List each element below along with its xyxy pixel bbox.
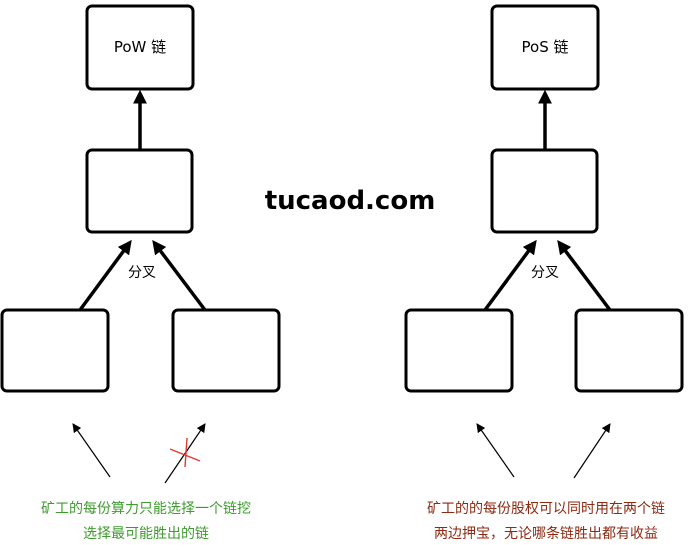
pow-caption-line1: 矿工的每份算力只能选择一个链挖 bbox=[41, 501, 251, 517]
pos-chain-label: PoS 链 bbox=[522, 38, 569, 56]
pow-fork-block-right bbox=[171, 308, 281, 393]
pos-fork-block-right bbox=[574, 308, 684, 393]
pos-fork-arrow-left bbox=[483, 239, 537, 312]
cross-mark-icon bbox=[169, 437, 201, 468]
pow-chain-top-box bbox=[85, 4, 195, 91]
pos-diagram: PoS 链 分叉 矿工的的每份股权可以同时用在两个链 两边押宝，无论哪条链胜出都… bbox=[404, 4, 684, 542]
pos-miner-arrow-left bbox=[476, 423, 515, 478]
pow-caption-line2: 选择最可能胜出的链 bbox=[83, 526, 209, 542]
pow-fork-block-left bbox=[0, 308, 110, 393]
pos-miner-arrow-right bbox=[573, 423, 611, 479]
pow-diagram: PoW 链 分叉 矿工的每份算力只能选择一个链挖 选择最可能胜出的链 bbox=[0, 4, 281, 542]
pos-parent-block bbox=[490, 148, 599, 234]
pow-fork-label: 分叉 bbox=[128, 265, 156, 281]
pos-caption-line1: 矿工的的每份股权可以同时用在两个链 bbox=[427, 501, 665, 517]
pow-miner-arrow-right bbox=[164, 423, 206, 484]
pos-caption-line2: 两边押宝，无论哪条链胜出都有收益 bbox=[434, 525, 658, 542]
pow-fork-arrow-left bbox=[78, 239, 132, 312]
pos-fork-arrow-right bbox=[557, 239, 612, 312]
pow-parent-block bbox=[85, 148, 194, 234]
pow-miner-arrow-left bbox=[72, 423, 111, 478]
watermark-text: tucaod.com bbox=[265, 186, 436, 216]
pos-chain-top-box bbox=[490, 4, 600, 91]
pow-fork-arrow-right bbox=[152, 239, 207, 312]
pos-fork-label: 分叉 bbox=[531, 265, 559, 281]
pow-chain-label: PoW 链 bbox=[114, 38, 166, 56]
pos-fork-block-left bbox=[404, 308, 514, 393]
